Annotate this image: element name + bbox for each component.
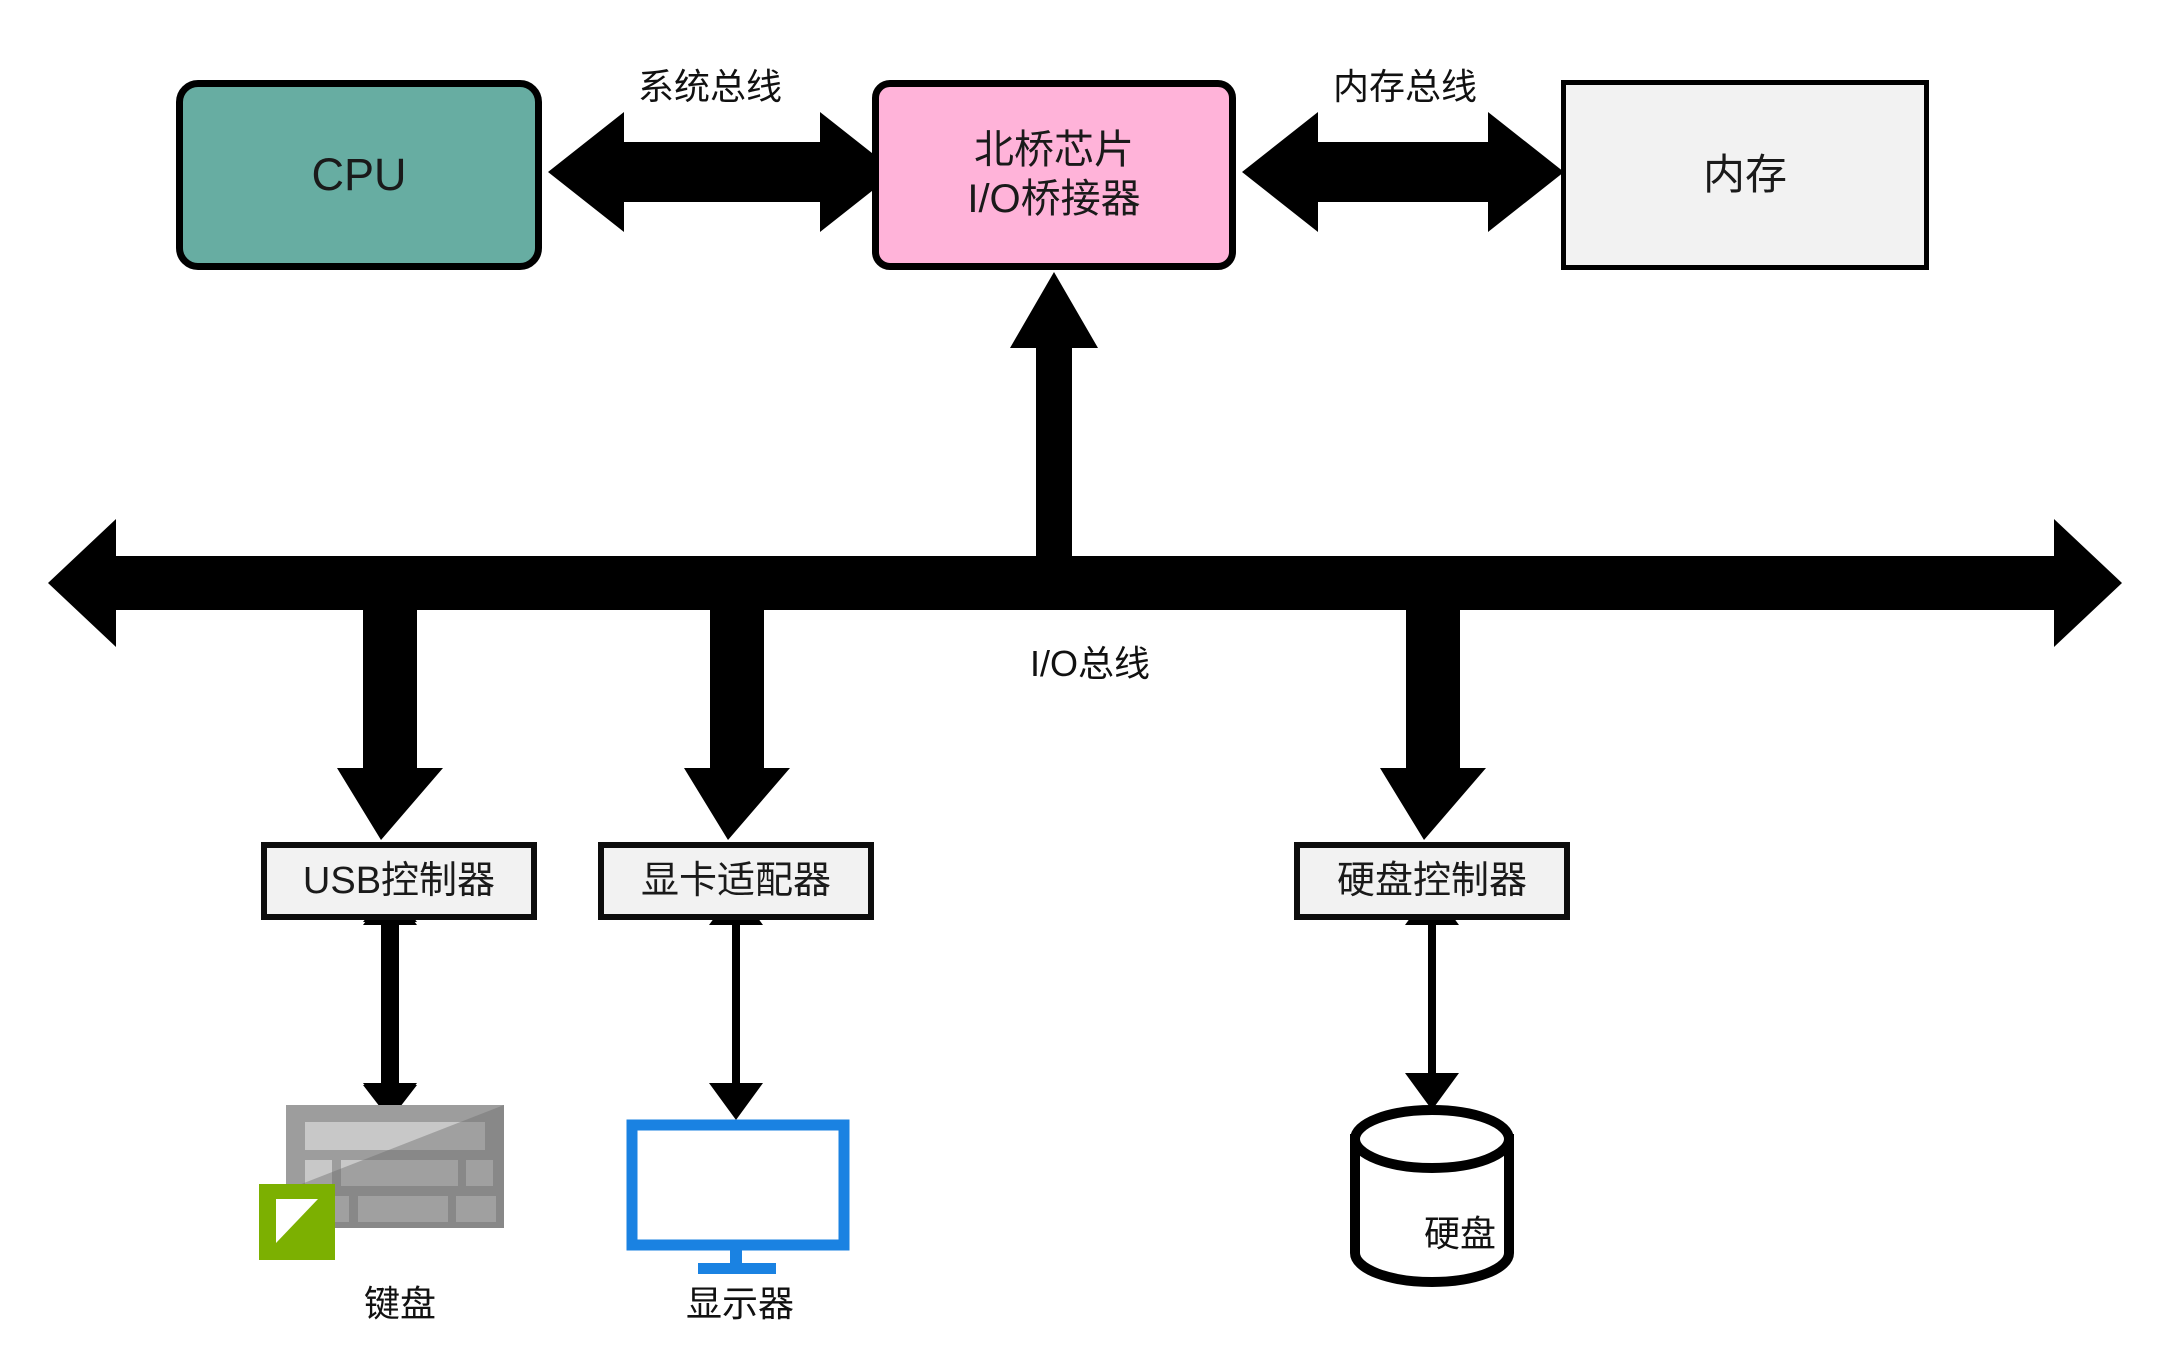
node-cpu-label: CPU	[311, 148, 407, 200]
memory-bus-arrow	[1242, 112, 1564, 232]
node-usb-controller[interactable]: USB控制器	[261, 842, 537, 920]
io-bus-bar	[48, 519, 2122, 647]
keyboard-icon	[259, 1105, 504, 1260]
io-bus-to-northbridge-arrow	[1010, 272, 1098, 560]
monitor-icon	[626, 1119, 850, 1274]
node-memory[interactable]: 内存	[1561, 80, 1929, 270]
keyboard-label: 键盘	[363, 1283, 436, 1324]
node-northbridge-label-line1: 北桥芯片	[974, 128, 1134, 173]
io-bus-label: I/O总线	[1029, 643, 1150, 684]
harddisk-label: 硬盘	[1423, 1213, 1496, 1254]
io-bus-to-disk-controller-arrow	[1380, 608, 1486, 840]
node-northbridge-label-line2: I/O桥接器	[967, 177, 1141, 221]
usb-controller-to-keyboard-arrow	[363, 888, 417, 1120]
node-usb-controller-label: USB控制器	[302, 859, 496, 902]
system-bus-label: 系统总线	[637, 66, 782, 107]
node-northbridge[interactable]: 北桥芯片 I/O桥接器	[872, 80, 1236, 270]
memory-bus-label: 内存总线	[1332, 66, 1477, 107]
node-disk-controller-label: 硬盘控制器	[1336, 859, 1527, 902]
node-northbridge-label: 北桥芯片 I/O桥接器	[967, 126, 1140, 224]
node-cpu[interactable]: CPU	[176, 80, 542, 270]
node-vga-adapter[interactable]: 显卡适配器	[598, 842, 874, 920]
io-bus-to-vga-adapter-arrow	[684, 608, 790, 840]
node-disk-controller[interactable]: 硬盘控制器	[1294, 842, 1570, 920]
node-vga-adapter-label: 显卡适配器	[640, 859, 831, 902]
monitor-label: 显示器	[685, 1283, 794, 1324]
system-bus-arrow	[548, 112, 896, 232]
node-memory-label: 内存	[1702, 151, 1787, 199]
vga-adapter-to-monitor-arrow	[709, 888, 763, 1120]
io-bus-to-usb-controller-arrow	[337, 608, 443, 840]
disk-controller-to-harddisk-arrow	[1405, 888, 1459, 1110]
